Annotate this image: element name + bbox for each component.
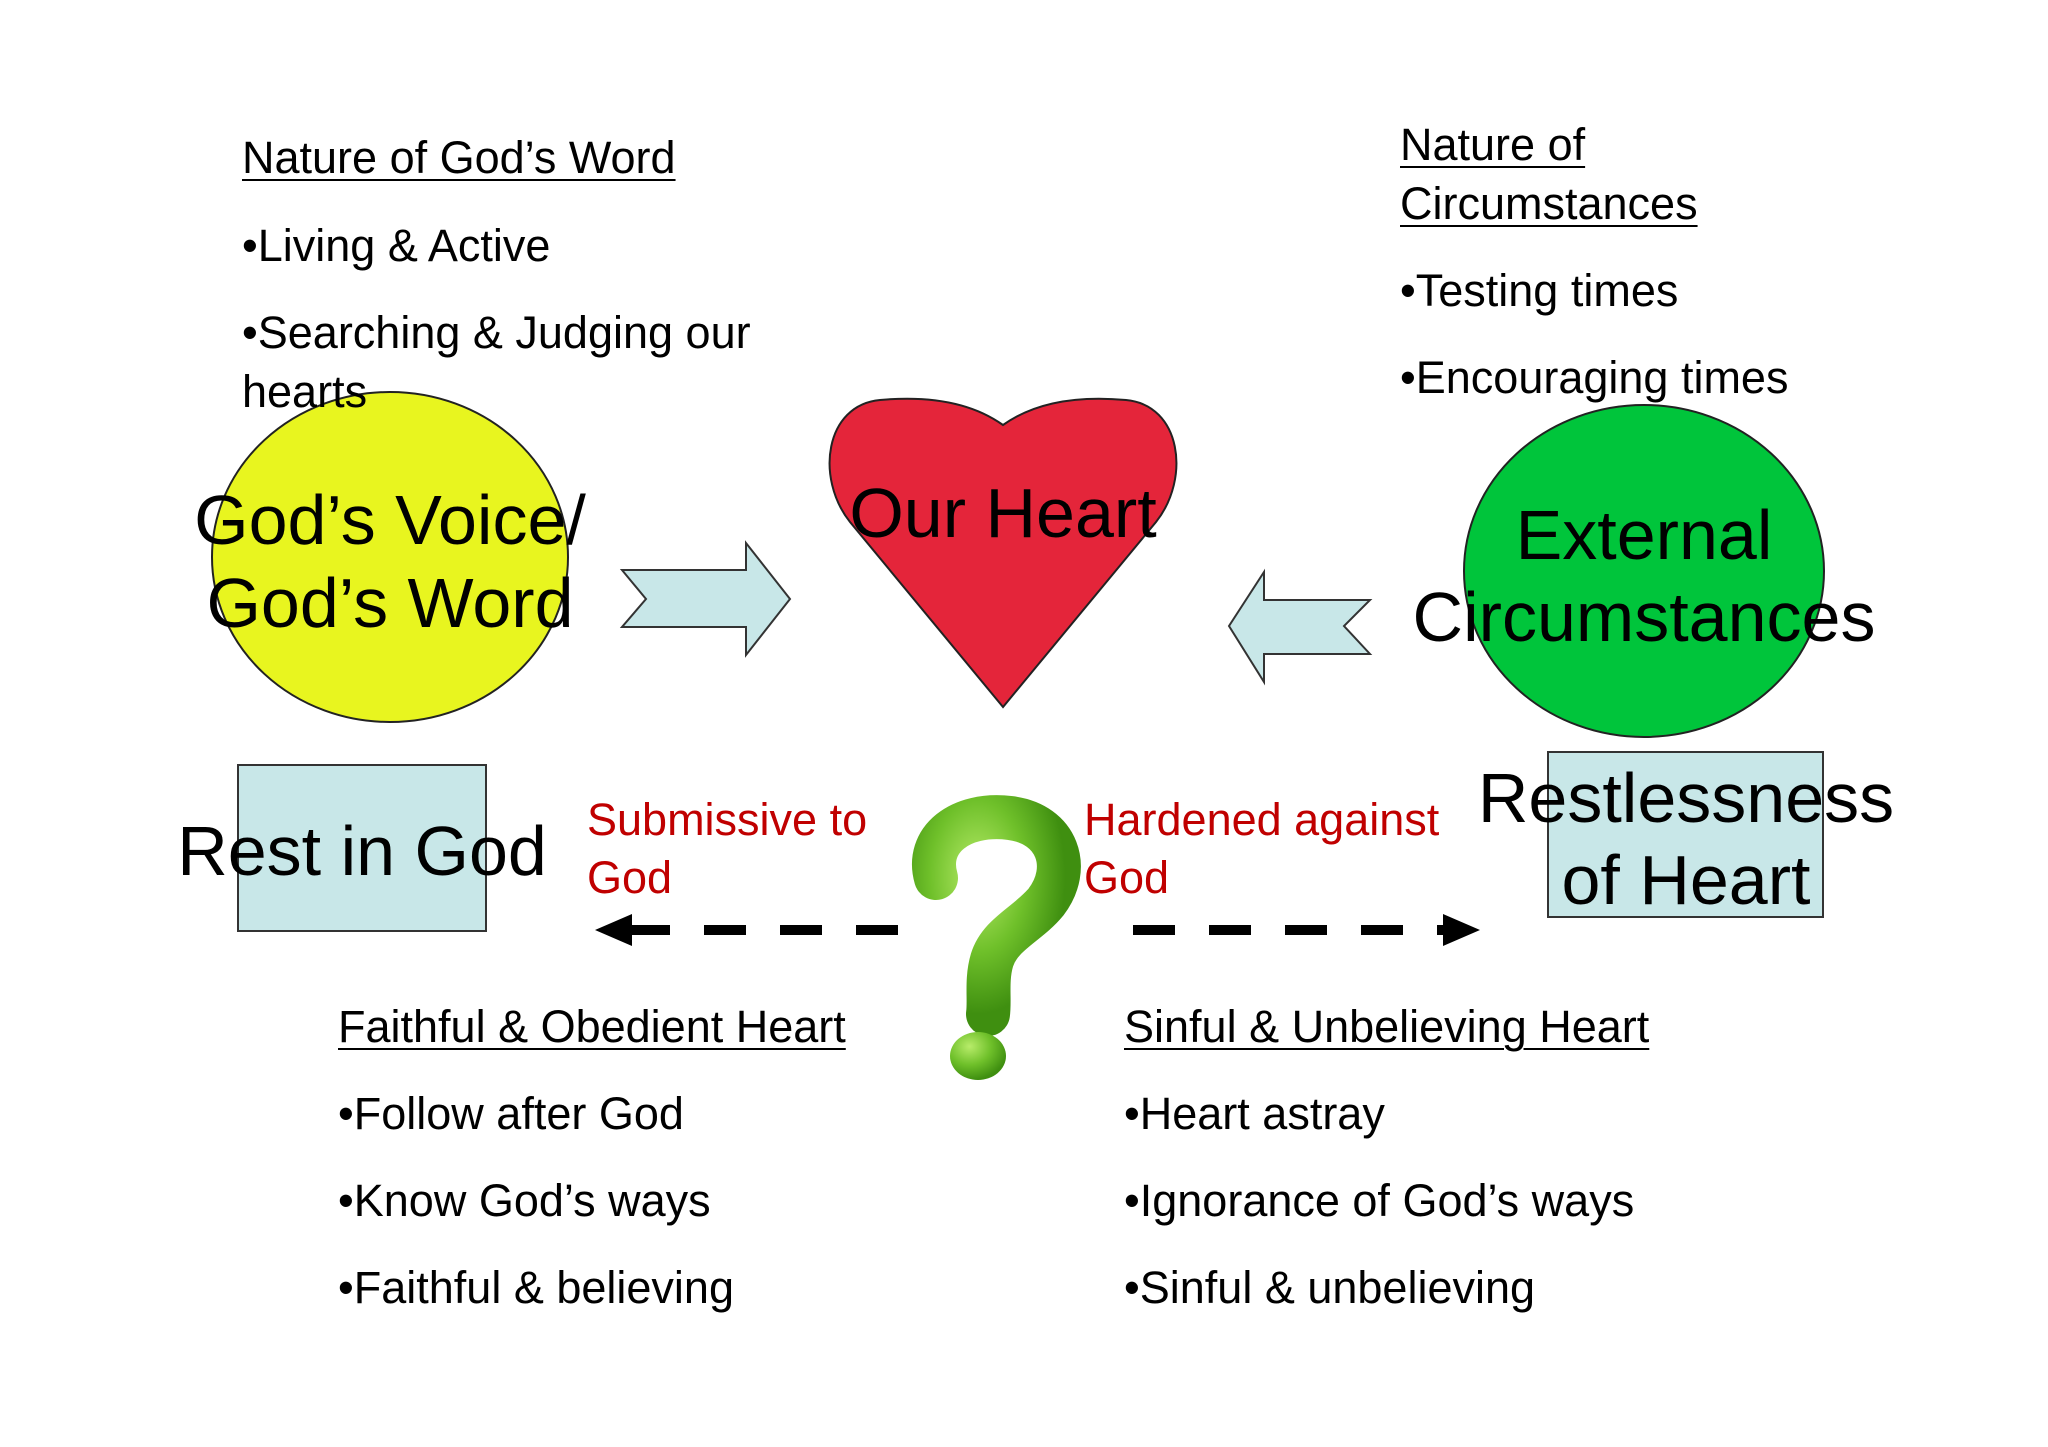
circumstances-bullet-1: •Testing times <box>1400 265 1679 316</box>
gods-word-heading: Nature of God’s Word <box>242 132 676 183</box>
faithful-bullet-2: •Know God’s ways <box>338 1175 711 1226</box>
sinful-bullet-3: •Sinful & unbelieving <box>1124 1262 1536 1313</box>
restlessness-label-line1: Restlessness <box>1477 759 1895 837</box>
circumstances-heading-line1: Nature of <box>1400 119 1586 170</box>
faithful-heading: Faithful & Obedient Heart <box>338 1001 846 1052</box>
faithful-bullet-3: •Faithful & believing <box>338 1262 734 1313</box>
submissive-label-line2: God <box>587 852 673 903</box>
gods-word-bullet-2: •Searching & Judging our <box>242 307 751 358</box>
gods-voice-label-line2: God’s Word <box>206 564 574 642</box>
external-circumstances-circle <box>1463 404 1825 738</box>
circumstances-bullet-2: •Encouraging times <box>1400 352 1789 403</box>
left-dashed-arrowhead <box>595 914 632 946</box>
rest-in-god-box <box>237 764 487 932</box>
gods-word-bullet-2-cont: hearts <box>242 366 368 417</box>
submissive-label-line1: Submissive to <box>587 794 868 845</box>
gods-voice-label-line1: God’s Voice/ <box>194 481 586 559</box>
restlessness-box <box>1547 751 1824 918</box>
question-mark-icon <box>912 795 1081 1080</box>
word-to-heart-arrow <box>619 540 792 658</box>
hardened-label-line1: Hardened against <box>1084 794 1440 845</box>
restlessness-label-line2: of Heart <box>1561 841 1811 919</box>
sinful-bullet-1: •Heart astray <box>1124 1088 1385 1139</box>
gods-word-circle <box>211 391 569 723</box>
sinful-bullet-2: •Ignorance of God’s ways <box>1124 1175 1635 1226</box>
right-dashed-arrowhead <box>1443 914 1480 946</box>
circumstances-heading-line2: Circumstances <box>1400 178 1698 229</box>
heart-left-arrow <box>1227 568 1373 686</box>
external-label-line1: External <box>1515 496 1773 574</box>
rest-in-god-label: Rest in God <box>177 812 547 890</box>
external-label-line2: Circumstances <box>1412 578 1876 656</box>
gods-word-bullet-1: •Living & Active <box>242 220 551 271</box>
circumstances-to-heart-arrow <box>1266 570 1368 599</box>
our-heart-shape <box>828 397 1178 709</box>
faithful-bullet-1: •Follow after God <box>338 1088 684 1139</box>
our-heart-label: Our Heart <box>849 474 1157 552</box>
sinful-heading: Sinful & Unbelieving Heart <box>1124 1001 1650 1052</box>
hardened-label-line2: God <box>1084 852 1170 903</box>
